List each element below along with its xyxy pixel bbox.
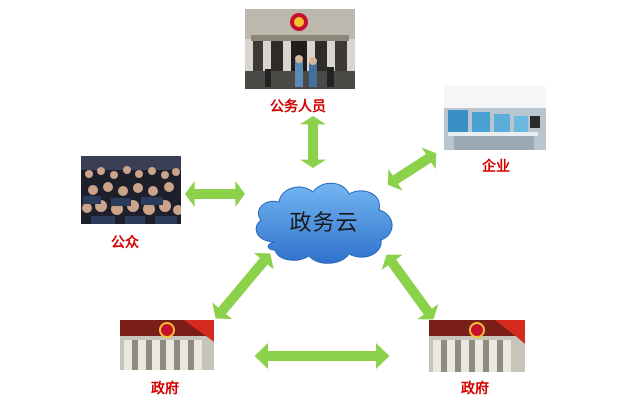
enterprise-photo: [444, 86, 546, 150]
arrow-civil-servants-cloud: [300, 116, 326, 168]
public-label: 公众: [111, 235, 139, 251]
cloud-icon: [255, 182, 393, 264]
civil-servants-label: 公务人员: [270, 99, 326, 115]
arrow-public-cloud: [185, 181, 245, 207]
government-left-photo: [120, 320, 214, 370]
enterprise-label: 企业: [482, 159, 510, 175]
arrow-govleft-cloud: [212, 252, 274, 320]
government-right-label: 政府: [461, 381, 489, 397]
public-photo: [81, 156, 181, 224]
government-left-label: 政府: [151, 381, 179, 397]
arrow-gov-gov: [254, 343, 390, 369]
government-right-photo: [429, 320, 525, 372]
arrow-enterprise-cloud: [387, 147, 437, 191]
government-cloud: 政务云: [245, 176, 403, 266]
cloud-label: 政务云: [289, 211, 359, 236]
civil-servants-photo: [245, 9, 355, 89]
arrow-govright-cloud: [381, 254, 439, 320]
